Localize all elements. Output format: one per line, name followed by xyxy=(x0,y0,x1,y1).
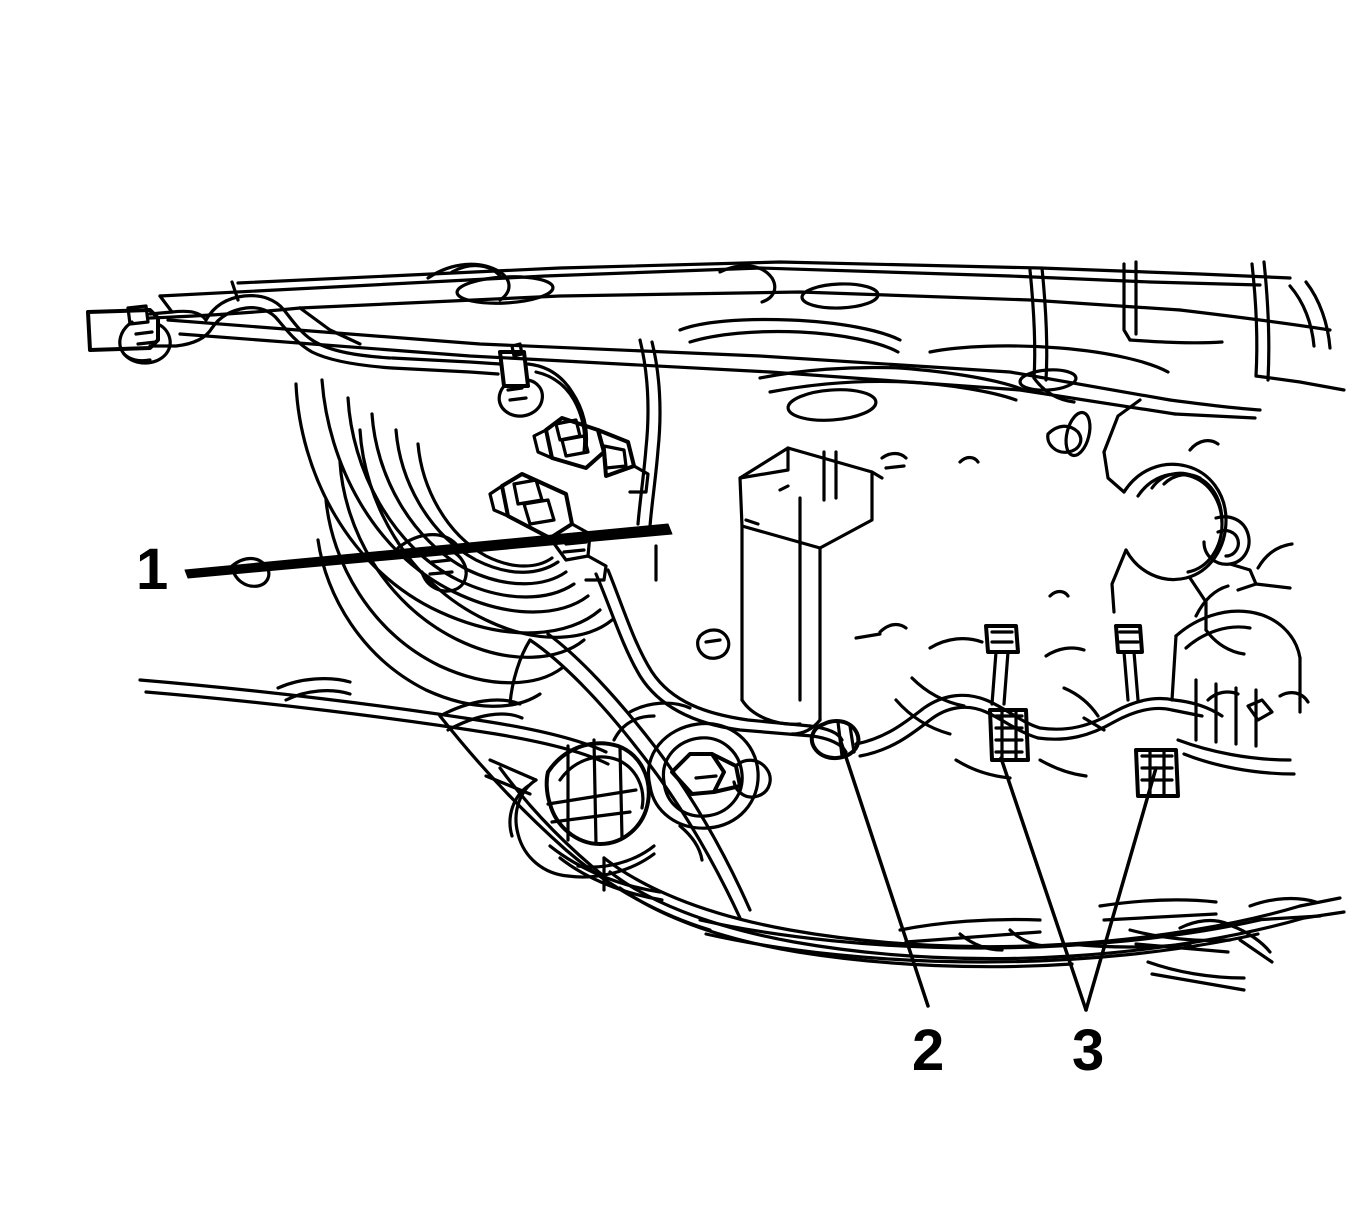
leader-line-3b xyxy=(1084,766,1158,1012)
callout-label-1: 1 xyxy=(136,537,169,602)
cv-joint-boot xyxy=(1064,398,1292,656)
brake-line-upper-left xyxy=(86,294,394,370)
drawing-linework xyxy=(86,260,1346,1012)
line-retaining-clips xyxy=(984,624,1180,798)
misc-details xyxy=(854,451,1106,780)
leader-line-1 xyxy=(184,523,673,579)
callout-label-3: 3 xyxy=(1072,1018,1105,1083)
leader-line-2 xyxy=(839,740,930,1008)
secondary-line xyxy=(636,338,838,582)
right-frame-detail xyxy=(1170,542,1310,776)
center-bracket xyxy=(696,446,884,736)
brake-line-right-run xyxy=(390,342,589,454)
callout-label-2: 2 xyxy=(912,1018,945,1083)
upper-right-panel xyxy=(1028,260,1346,404)
lower-left-body xyxy=(438,714,712,932)
floor-pan-upper xyxy=(148,260,1332,464)
rear-crossmember xyxy=(602,856,1346,992)
leader-line-3a xyxy=(999,756,1088,1012)
leader-lines xyxy=(184,523,1158,1012)
suspension-arm-bushing xyxy=(484,701,772,902)
electrical-connectors xyxy=(488,416,650,582)
